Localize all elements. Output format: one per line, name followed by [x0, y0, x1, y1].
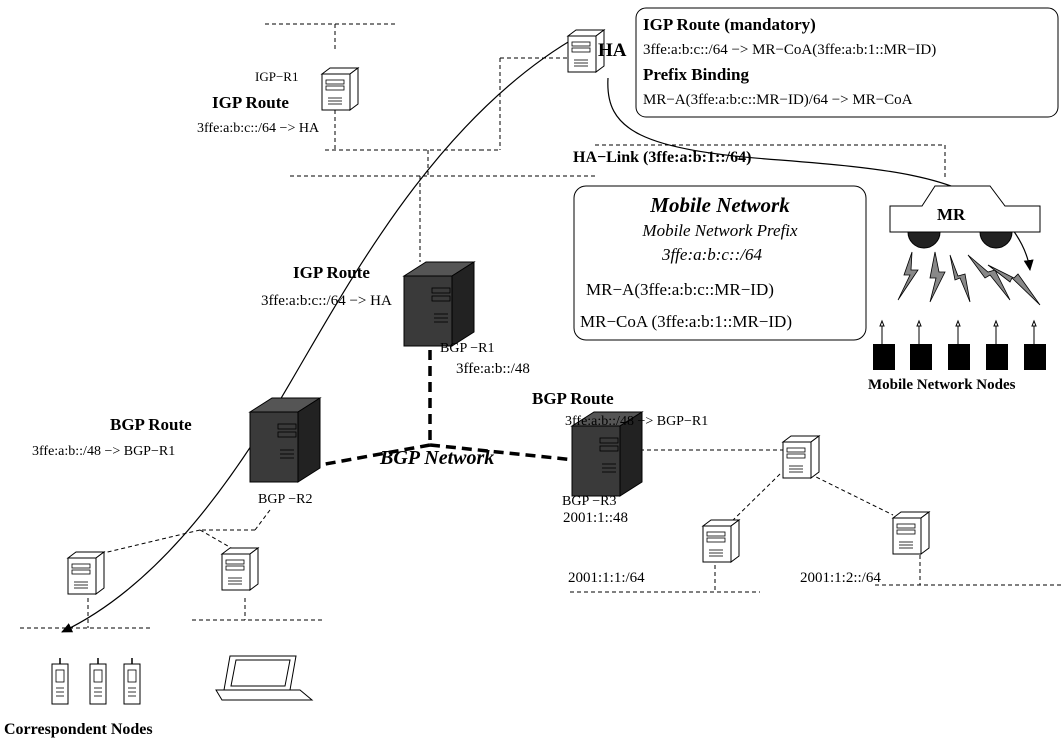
host-subnet1-icon	[702, 519, 740, 563]
bgp-r3-route: 3ffe:a:b::/48 −> BGP−R1	[565, 414, 708, 429]
mobile-router-car-icon	[889, 185, 1041, 249]
ha-label: HA	[598, 40, 627, 61]
bgp-r1-name: BGP −R1	[440, 341, 494, 356]
bgp-r2-name: BGP −R2	[258, 492, 312, 507]
correspondent-nodes-label: Correspondent Nodes	[4, 721, 153, 738]
igp-route-2-route: 3ffe:a:b:c::/64 −> HA	[261, 293, 392, 309]
bgp-r2-router-icon	[249, 397, 321, 483]
mobile-network-prefix: 3ffe:a:b:c::/64	[661, 245, 763, 264]
bgp-r3-prefix: 2001:1::48	[563, 510, 628, 526]
mobile-network-box	[573, 185, 867, 341]
ha-binding-route: MR−A(3ffe:a:b:c::MR−ID)/64 −> MR−CoA	[643, 92, 913, 108]
bgp-r2-route-title: BGP Route	[110, 415, 192, 434]
ha-link-label: HA−Link (3ffe:a:b:1::/64)	[573, 149, 751, 166]
host-cn-2-icon	[221, 547, 259, 591]
bgp-network-label: BGP Network	[379, 447, 494, 469]
bgp-r2-route: 3ffe:a:b::/48 −> BGP−R1	[32, 444, 175, 459]
igp-route-2-title: IGP Route	[293, 263, 370, 282]
igp-r1-router-icon	[321, 67, 359, 111]
mobile-network-title: Mobile Network	[649, 193, 790, 217]
mr-coa-address: MR−CoA (3ffe:a:b:1::MR−ID)	[580, 312, 792, 331]
phone-icon-2	[89, 657, 107, 705]
bgp-links	[319, 350, 576, 467]
igp-r1-route-title: IGP Route	[212, 93, 289, 112]
ha-route-box	[635, 7, 1059, 118]
wireless-links	[897, 251, 1041, 306]
subnet-1-label: 2001:1:1:/64	[568, 570, 645, 586]
igp-r1-route: 3ffe:a:b:c::/64 −> HA	[197, 121, 320, 136]
mr-label: MR	[937, 205, 966, 224]
bgp-r1-prefix: 3ffe:a:b::/48	[456, 361, 530, 377]
ha-igp-title: IGP Route (mandatory)	[643, 15, 816, 34]
phone-icon-3	[123, 657, 141, 705]
igp-r1-name: IGP−R1	[255, 69, 298, 84]
phone-icon-1	[51, 657, 69, 705]
node-antennas	[879, 319, 1037, 344]
host-router-r3-icon	[782, 435, 820, 479]
host-subnet2-icon	[892, 511, 930, 555]
laptop-icon	[215, 655, 314, 701]
ha-binding-title: Prefix Binding	[643, 65, 749, 84]
bgp-r3-route-title: BGP Route	[532, 389, 614, 408]
mobile-network-prefix-label: Mobile Network Prefix	[641, 221, 798, 240]
bgp-r3-name: BGP −R3	[562, 494, 616, 509]
mobile-network-nodes-label: Mobile Network Nodes	[868, 377, 1016, 393]
bgp-r1-router-icon	[403, 261, 475, 347]
subnet-2-label: 2001:1:2::/64	[800, 570, 881, 586]
mobile-network-node-icons	[873, 344, 1046, 370]
route-curve-ha-to-cn	[61, 34, 581, 633]
mr-a-address: MR−A(3ffe:a:b:c::MR−ID)	[586, 280, 774, 299]
host-cn-router-icon	[67, 551, 105, 595]
ha-igp-route: 3ffe:a:b:c::/64 −> MR−CoA(3ffe:a:b:1::MR…	[643, 42, 936, 58]
